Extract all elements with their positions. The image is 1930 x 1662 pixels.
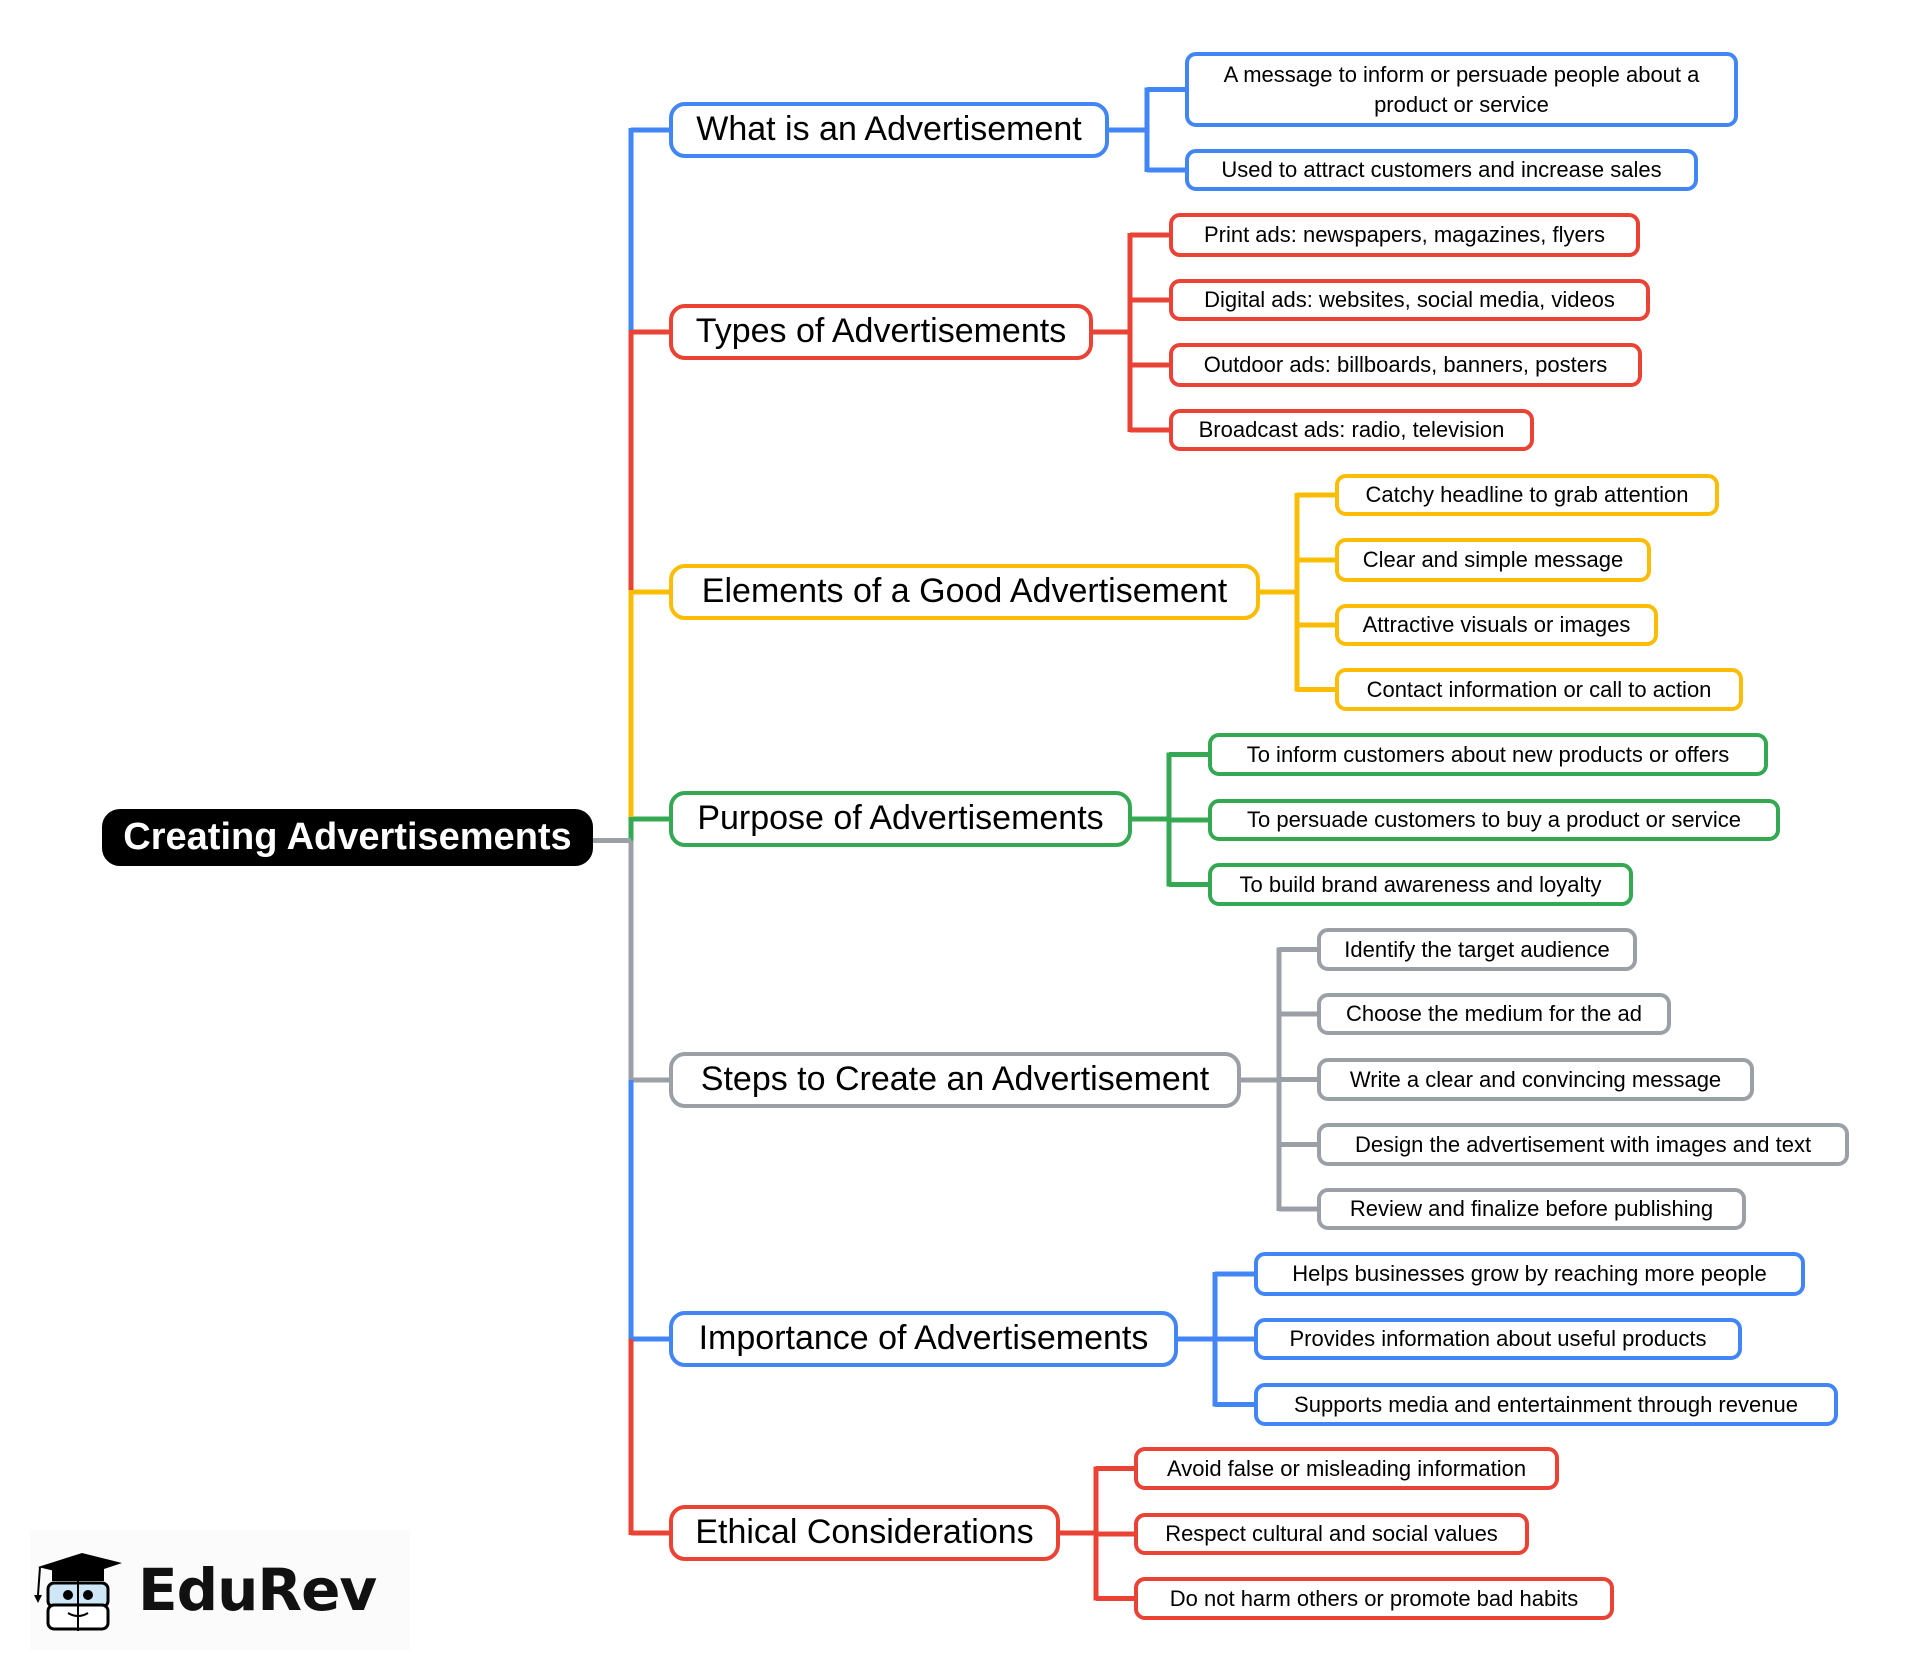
leaf-node[interactable]: Catchy headline to grab attention: [1335, 474, 1719, 516]
leaf-node[interactable]: Respect cultural and social values: [1134, 1513, 1529, 1555]
leaf-node[interactable]: Used to attract customers and increase s…: [1185, 149, 1698, 191]
leaf-node[interactable]: Choose the medium for the ad: [1317, 993, 1671, 1035]
leaf-node[interactable]: Digital ads: websites, social media, vid…: [1169, 279, 1650, 321]
logo-text: EduRev: [138, 1556, 377, 1624]
graduation-cap-mascot-icon: [34, 1553, 122, 1631]
leaf-node[interactable]: Clear and simple message: [1335, 538, 1651, 582]
leaf-node[interactable]: To persuade customers to buy a product o…: [1208, 799, 1780, 841]
leaf-node[interactable]: Attractive visuals or images: [1335, 604, 1658, 646]
branch-node[interactable]: Steps to Create an Advertisement: [669, 1052, 1241, 1108]
leaf-node[interactable]: A message to inform or persuade people a…: [1185, 52, 1738, 127]
leaf-node[interactable]: Identify the target audience: [1317, 928, 1637, 971]
leaf-node[interactable]: Review and finalize before publishing: [1317, 1188, 1746, 1230]
leaf-node[interactable]: Print ads: newspapers, magazines, flyers: [1169, 213, 1640, 257]
leaf-node[interactable]: Write a clear and convincing message: [1317, 1058, 1754, 1101]
leaf-node[interactable]: Provides information about useful produc…: [1254, 1318, 1742, 1360]
leaf-node[interactable]: Supports media and entertainment through…: [1254, 1383, 1838, 1426]
leaf-node[interactable]: Avoid false or misleading information: [1134, 1447, 1559, 1490]
branch-node[interactable]: Ethical Considerations: [669, 1505, 1060, 1561]
leaf-node[interactable]: Outdoor ads: billboards, banners, poster…: [1169, 343, 1642, 387]
leaf-node[interactable]: To build brand awareness and loyalty: [1208, 863, 1633, 906]
branch-node[interactable]: Elements of a Good Advertisement: [669, 564, 1260, 620]
leaf-node[interactable]: Helps businesses grow by reaching more p…: [1254, 1252, 1805, 1296]
leaf-node[interactable]: Contact information or call to action: [1335, 668, 1743, 711]
branch-node[interactable]: Types of Advertisements: [669, 304, 1093, 360]
edurev-logo: EduRev: [30, 1530, 410, 1650]
root-node[interactable]: Creating Advertisements: [102, 809, 593, 866]
leaf-node[interactable]: To inform customers about new products o…: [1208, 733, 1768, 776]
branch-node[interactable]: Purpose of Advertisements: [669, 791, 1132, 847]
leaf-node[interactable]: Broadcast ads: radio, television: [1169, 409, 1534, 451]
leaf-node[interactable]: Do not harm others or promote bad habits: [1134, 1577, 1614, 1620]
leaf-node[interactable]: Design the advertisement with images and…: [1317, 1123, 1849, 1166]
branch-node[interactable]: Importance of Advertisements: [669, 1311, 1178, 1367]
branch-node[interactable]: What is an Advertisement: [669, 102, 1109, 158]
